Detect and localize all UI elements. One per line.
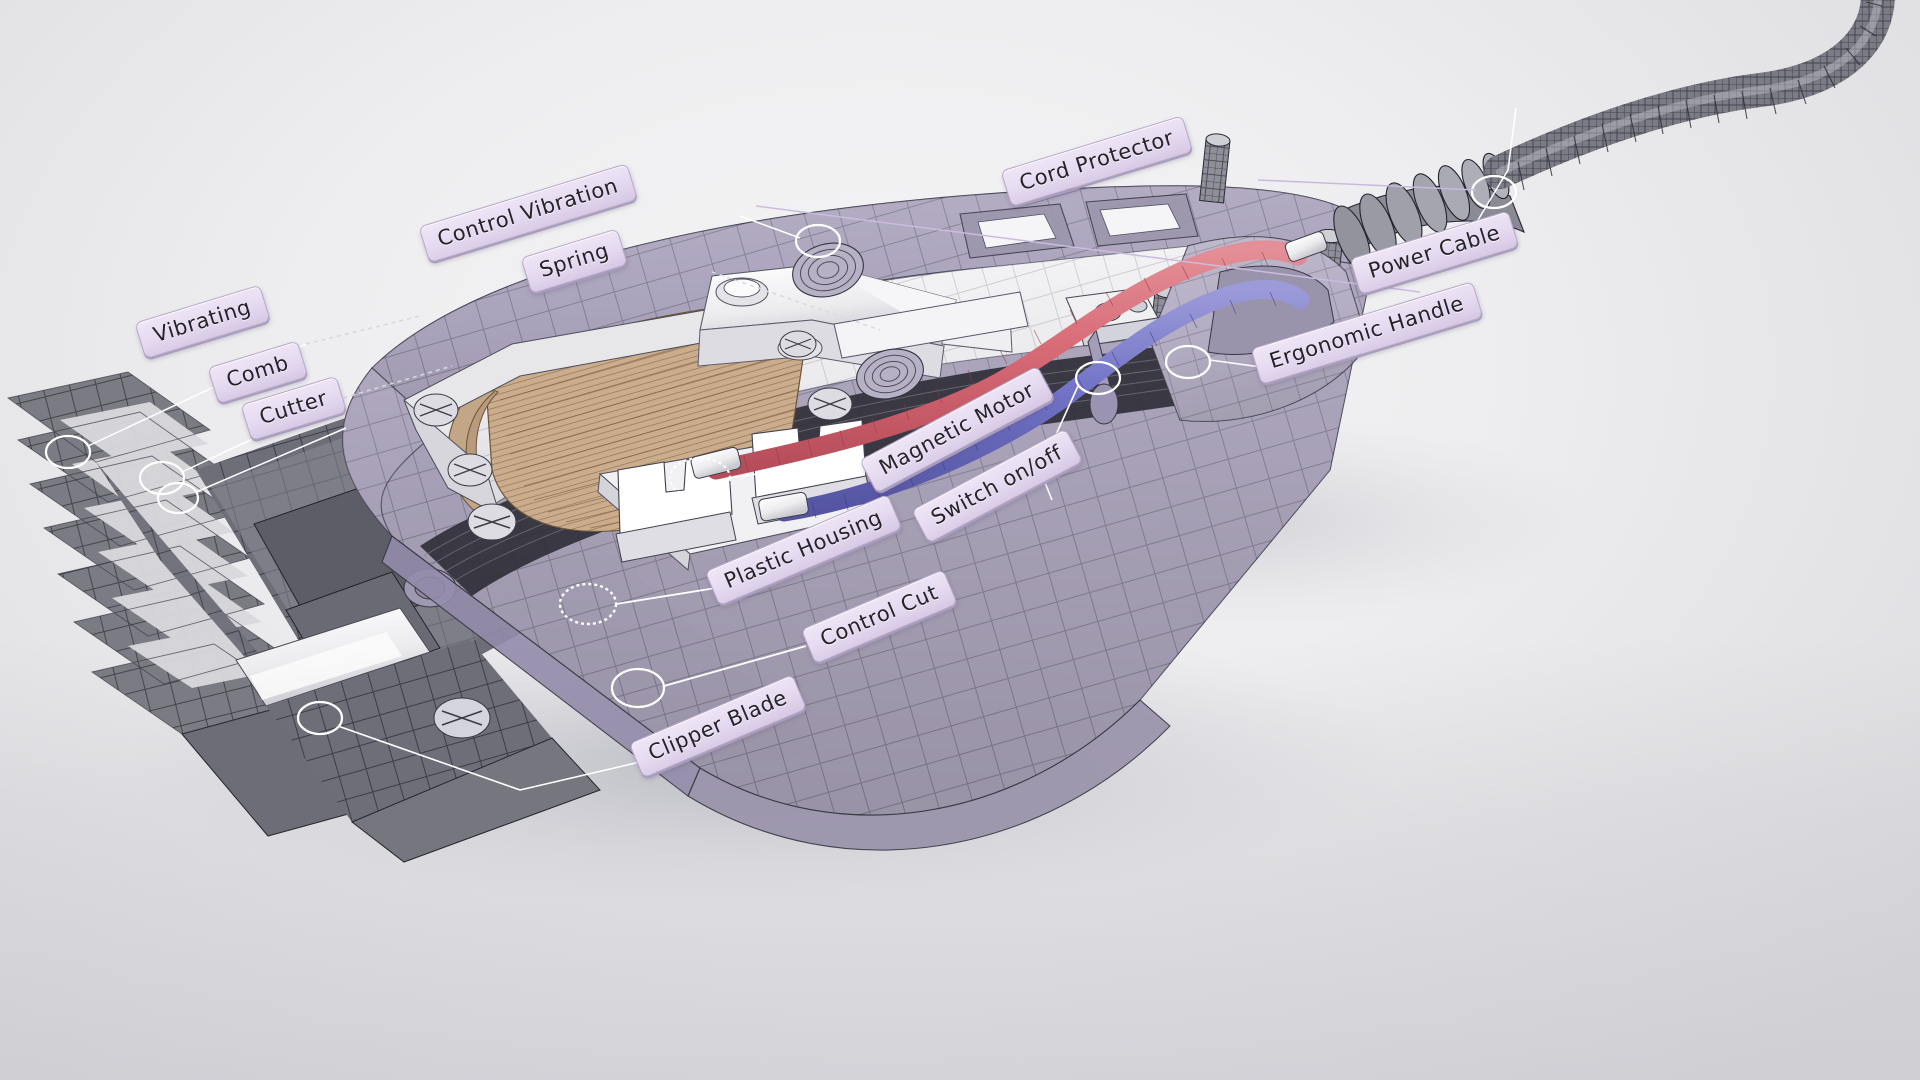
comb-teeth-assembly <box>6 371 394 837</box>
power-cord <box>1483 0 1895 191</box>
red-wire <box>706 240 1308 480</box>
housing-front-lip <box>381 535 1171 851</box>
leader-lines <box>44 107 1518 791</box>
